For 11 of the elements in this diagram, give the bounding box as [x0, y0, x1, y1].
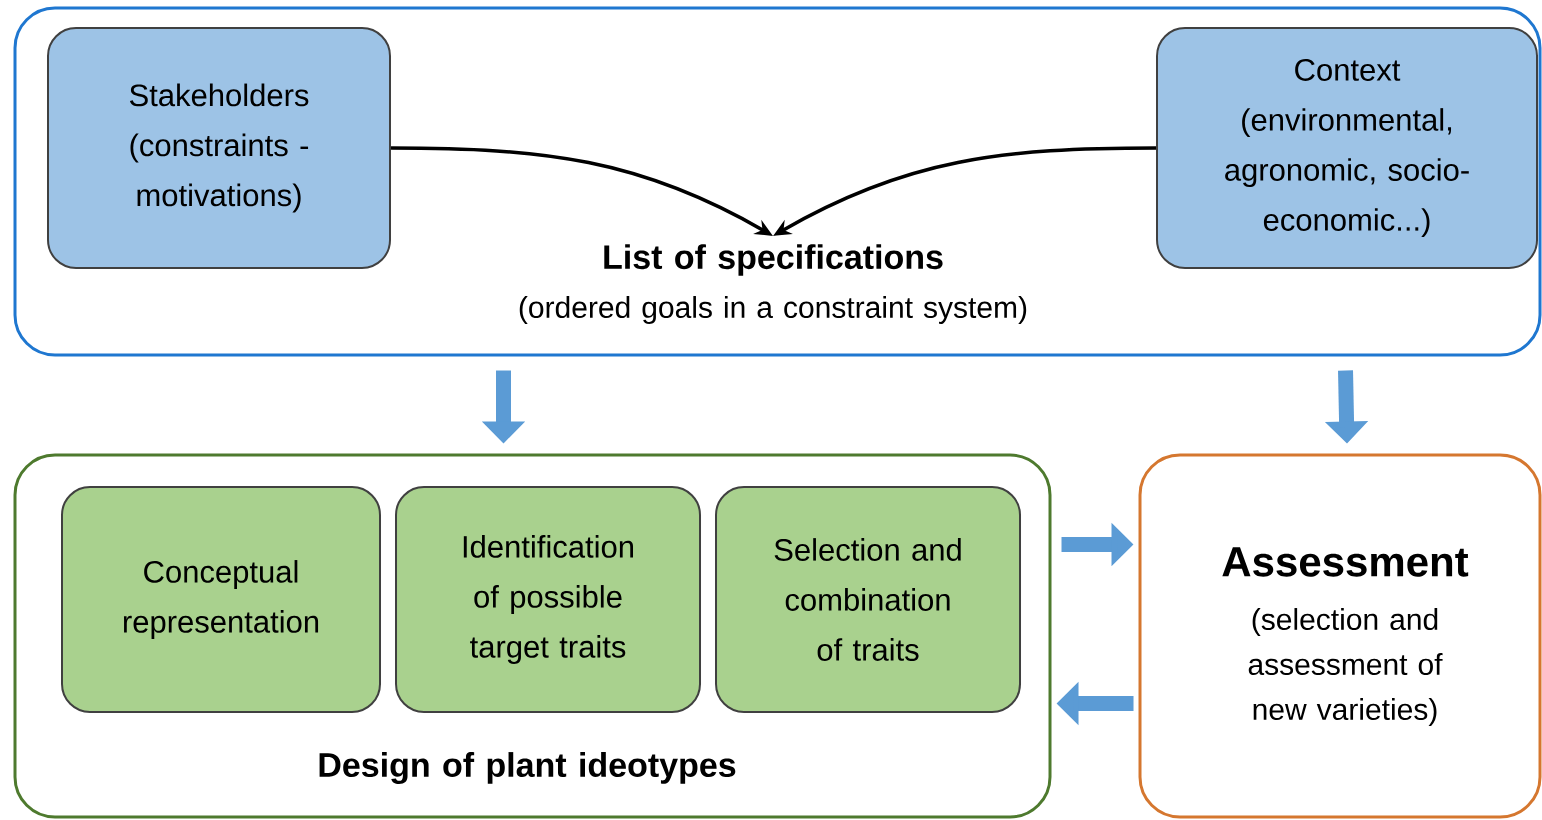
process-box: Conceptual representation [61, 486, 381, 713]
subtitle-text: (selection and assessment of new varieties) [1248, 608, 1443, 726]
heading-text: Design of plant ideotypes [319, 752, 736, 784]
process-box: Identification of possible target traits [395, 486, 701, 713]
process-box: Stakeholders (constraints - motivations) [47, 27, 391, 269]
heading-text: Assessment [1222, 547, 1469, 577]
process-box: Selection and combination of traits [715, 486, 1021, 713]
heading-text: List of specifications [604, 244, 943, 276]
group-box [1138, 453, 1542, 819]
subtitle-text: (ordered goals in a constraint system) [519, 296, 1027, 324]
process-box: Context (environmental, agronomic, socio-economic...) [1156, 27, 1538, 269]
